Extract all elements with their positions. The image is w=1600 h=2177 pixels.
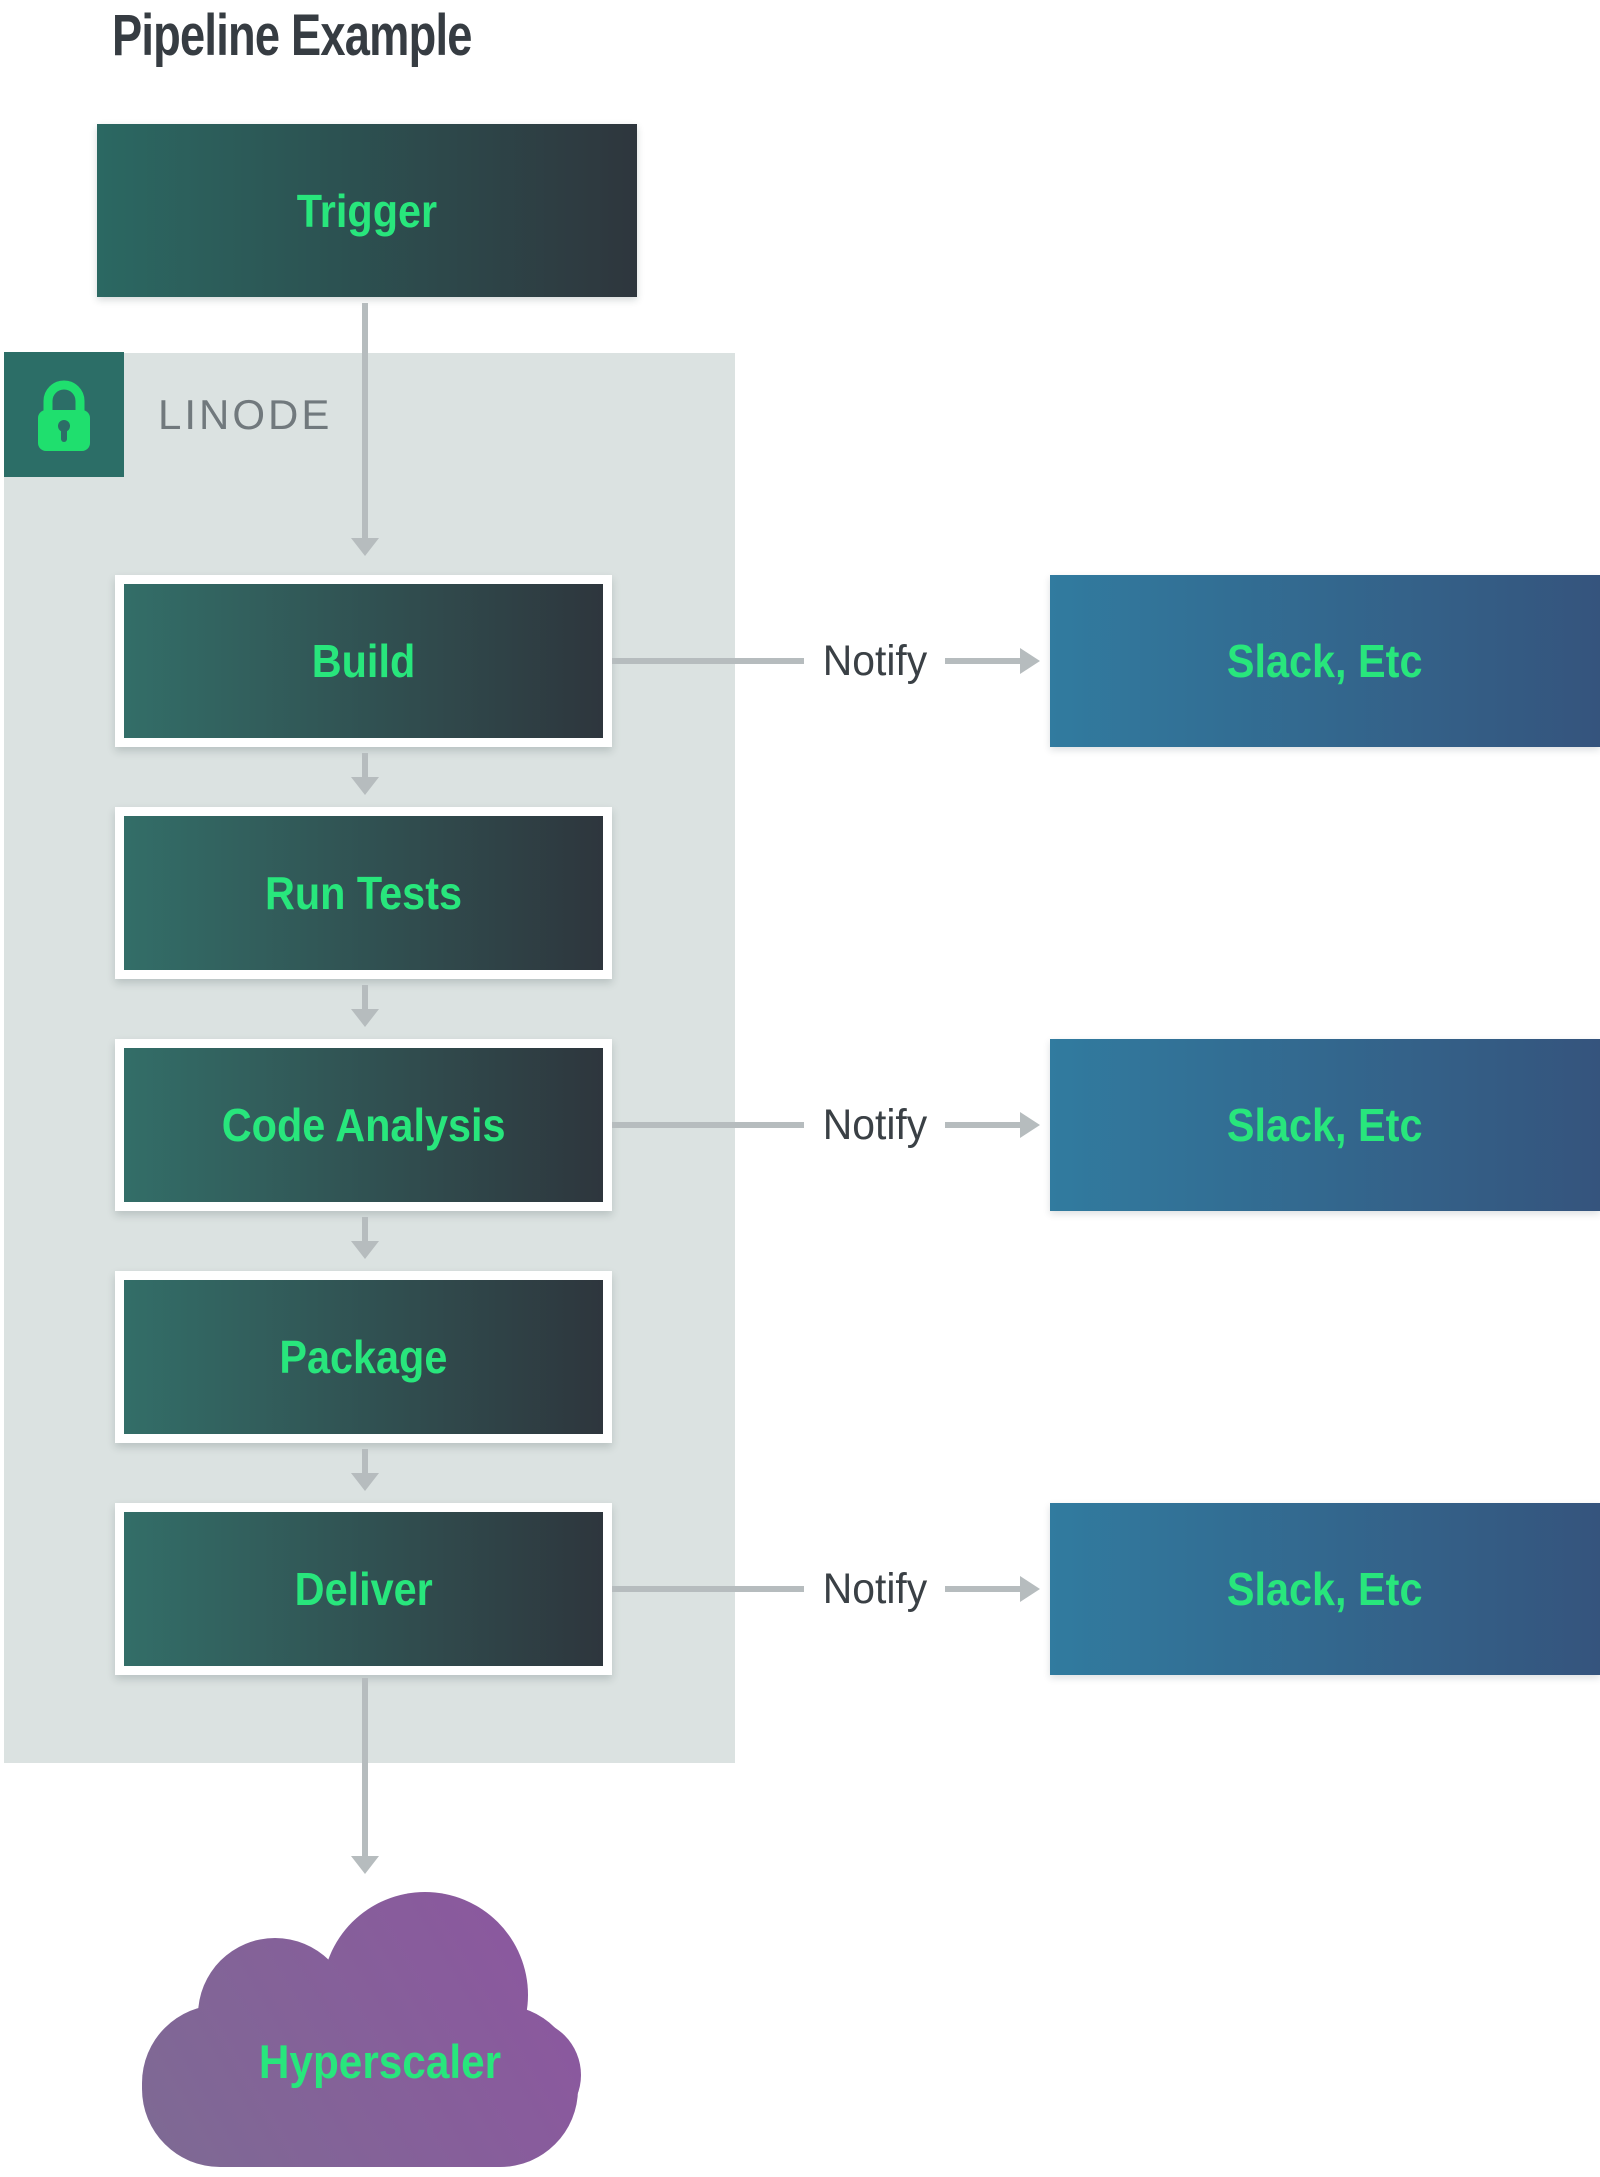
stage-label: Deliver (294, 1563, 433, 1615)
trigger-to-stage-arrow-head (351, 538, 379, 556)
provider-badge (4, 352, 124, 477)
notify-target-label: Slack, Etc (1227, 1099, 1423, 1151)
stage-to-cloud-arrow (351, 1678, 379, 1874)
stage-connector-arrow (351, 753, 379, 795)
stage-box-build: Build (115, 575, 612, 747)
provider-name: LINODE (158, 390, 333, 438)
stage-box-package: Package (115, 1271, 612, 1443)
stage-to-cloud-arrow-shaft (362, 1678, 368, 1860)
stage-connector-arrow-head (351, 1473, 379, 1491)
notify-target-box: Slack, Etc (1050, 1503, 1600, 1675)
notify-arrow-shaft (945, 658, 1024, 664)
stage-box-surface: Run Tests (124, 816, 603, 970)
trigger-box: Trigger (97, 124, 637, 297)
notify-arrow (945, 1576, 1040, 1602)
destination-label: Hyperscaler (258, 2035, 502, 2088)
stage-box-deliver: Deliver (115, 1503, 612, 1675)
stage-box-surface: Build (124, 584, 603, 738)
notify-label: Notify (822, 1101, 928, 1149)
stage-connector-arrow (351, 1449, 379, 1491)
stage-connector-arrow-shaft (362, 1449, 368, 1477)
notify-line (612, 1586, 804, 1592)
stage-box-surface: Code Analysis (124, 1048, 603, 1202)
notify-arrow-shaft (945, 1586, 1024, 1592)
lock-icon (38, 380, 90, 451)
notify-arrow-head (1020, 1576, 1040, 1602)
stage-connector-arrow (351, 1217, 379, 1259)
notify-target-box: Slack, Etc (1050, 1039, 1600, 1211)
page-title: Pipeline Example (112, 3, 472, 68)
trigger-to-stage-arrow (351, 303, 379, 556)
stage-connector-arrow-shaft (362, 985, 368, 1013)
stage-connector-arrow-head (351, 1241, 379, 1259)
notify-arrow (945, 648, 1040, 674)
stage-label: Package (279, 1331, 448, 1383)
stage-label: Code Analysis (221, 1099, 506, 1151)
stage-connector-arrow-head (351, 1009, 379, 1027)
stage-connector-arrow-shaft (362, 1217, 368, 1245)
notify-label: Notify (822, 1565, 928, 1613)
stage-connector-arrow-head (351, 777, 379, 795)
stage-box-run-tests: Run Tests (115, 807, 612, 979)
notify-arrow-head (1020, 1112, 1040, 1138)
stage-connector-arrow-shaft (362, 753, 368, 781)
stage-connector-arrow (351, 985, 379, 1027)
stage-box-surface: Package (124, 1280, 603, 1434)
notify-target-label: Slack, Etc (1227, 1563, 1423, 1615)
trigger-label: Trigger (296, 184, 438, 237)
notify-target-label: Slack, Etc (1227, 635, 1423, 687)
stage-box-surface: Deliver (124, 1512, 603, 1666)
notify-target-box: Slack, Etc (1050, 575, 1600, 747)
notify-arrow-shaft (945, 1122, 1024, 1128)
stage-label: Run Tests (264, 867, 463, 919)
notify-arrow-head (1020, 648, 1040, 674)
stage-label: Build (311, 635, 416, 687)
notify-arrow (945, 1112, 1040, 1138)
notify-label: Notify (822, 637, 928, 685)
notify-line (612, 658, 804, 664)
stage-box-code-analysis: Code Analysis (115, 1039, 612, 1211)
notify-line (612, 1122, 804, 1128)
cloud-shape (142, 1892, 581, 2167)
trigger-to-stage-arrow-shaft (362, 303, 368, 542)
stage-to-cloud-arrow-head (351, 1856, 379, 1874)
